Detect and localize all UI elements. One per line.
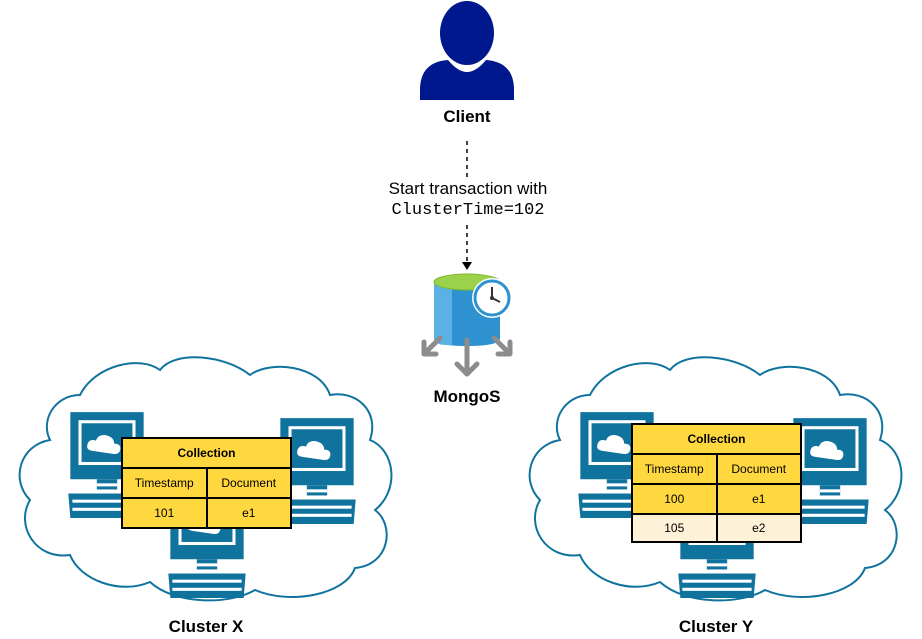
column-header-timestamp: Timestamp xyxy=(121,467,208,499)
cluster-x-collection-table: Collection Timestamp Document 101 e1 xyxy=(121,437,292,529)
table-cell: 100 xyxy=(631,483,718,515)
table-cell: e1 xyxy=(205,497,292,529)
cluster-x-label: Cluster X xyxy=(168,617,244,636)
edge-label-line1: Start transaction with xyxy=(388,179,548,198)
column-header-document: Document xyxy=(205,467,292,499)
table-row: 100 e1 xyxy=(631,483,802,515)
column-header-document: Document xyxy=(715,453,802,485)
edge-label-line2: ClusterTime=102 xyxy=(391,201,545,220)
table-title: Collection xyxy=(121,437,292,469)
client-person-icon xyxy=(420,1,514,100)
mongos-database-icon xyxy=(421,273,513,377)
mongos-label: MongoS xyxy=(433,387,501,406)
table-row: 101 e1 xyxy=(121,497,292,529)
table-row: 105 e2 xyxy=(631,513,802,543)
table-cell: 101 xyxy=(121,497,208,529)
edge-label: Start transaction with ClusterTime=102 xyxy=(377,178,559,222)
column-header-timestamp: Timestamp xyxy=(631,453,718,485)
table-cell: e2 xyxy=(715,513,802,543)
client-label: Client xyxy=(443,107,491,126)
table-cell: e1 xyxy=(715,483,802,515)
cluster-y-label: Cluster Y xyxy=(678,617,754,636)
table-cell: 105 xyxy=(631,513,718,543)
table-title: Collection xyxy=(631,423,802,455)
client-to-mongos-arrow xyxy=(462,141,472,270)
cluster-y-collection-table: Collection Timestamp Document 100 e1 105… xyxy=(631,423,802,543)
